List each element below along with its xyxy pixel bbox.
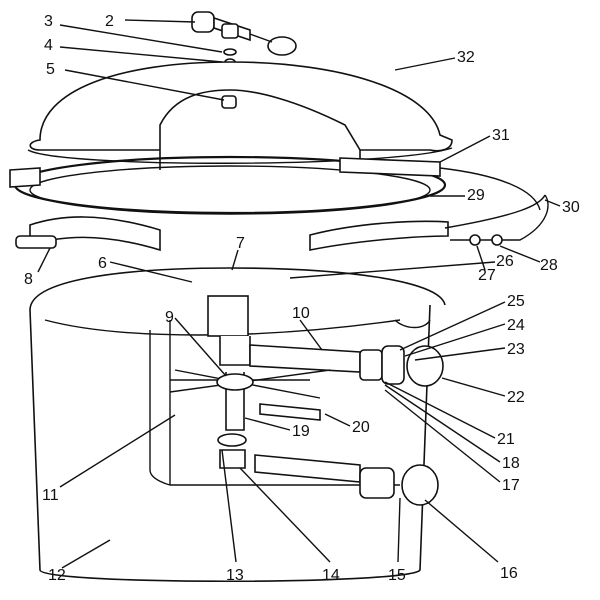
lower-clamp-band [15, 194, 549, 252]
callout-21: 21 [497, 431, 515, 448]
callout-32: 32 [457, 49, 475, 66]
callout-12: 12 [48, 567, 66, 584]
callout-20: 20 [352, 419, 370, 436]
callout-6: 6 [98, 255, 107, 272]
clamp-ring [9, 155, 541, 215]
callout-15: 15 [388, 567, 406, 584]
callout-5: 5 [46, 61, 55, 78]
callout-25: 25 [507, 293, 525, 310]
standpipe-and-pipes [169, 295, 444, 506]
callout-30: 30 [562, 199, 580, 216]
callout-8: 8 [24, 271, 33, 288]
callout-22: 22 [507, 389, 525, 406]
callout-11: 11 [42, 487, 59, 504]
callout-4: 4 [44, 37, 53, 54]
callout-14: 14 [322, 567, 340, 584]
callout-16: 16 [500, 565, 518, 582]
leader-lines [37, 19, 561, 569]
callout-23: 23 [507, 341, 525, 358]
callout-labels: 2 3 4 5 32 31 29 30 7 26 6 8 27 28 9 10 … [24, 13, 580, 584]
callout-28: 28 [540, 257, 558, 274]
top-valve-assembly [191, 11, 297, 78]
callout-29: 29 [467, 187, 485, 204]
callout-24: 24 [507, 317, 525, 334]
callout-31: 31 [492, 127, 510, 144]
callout-18: 18 [502, 455, 520, 472]
callout-10: 10 [292, 305, 310, 322]
callout-3: 3 [44, 13, 53, 30]
callout-9: 9 [165, 309, 174, 326]
callout-19: 19 [292, 423, 310, 440]
callout-13: 13 [226, 567, 244, 584]
callout-27: 27 [478, 267, 496, 284]
callout-2: 2 [105, 13, 114, 30]
dome-lid [27, 61, 453, 170]
callout-26: 26 [496, 253, 514, 270]
callout-7: 7 [236, 235, 245, 252]
callout-17: 17 [502, 477, 520, 494]
